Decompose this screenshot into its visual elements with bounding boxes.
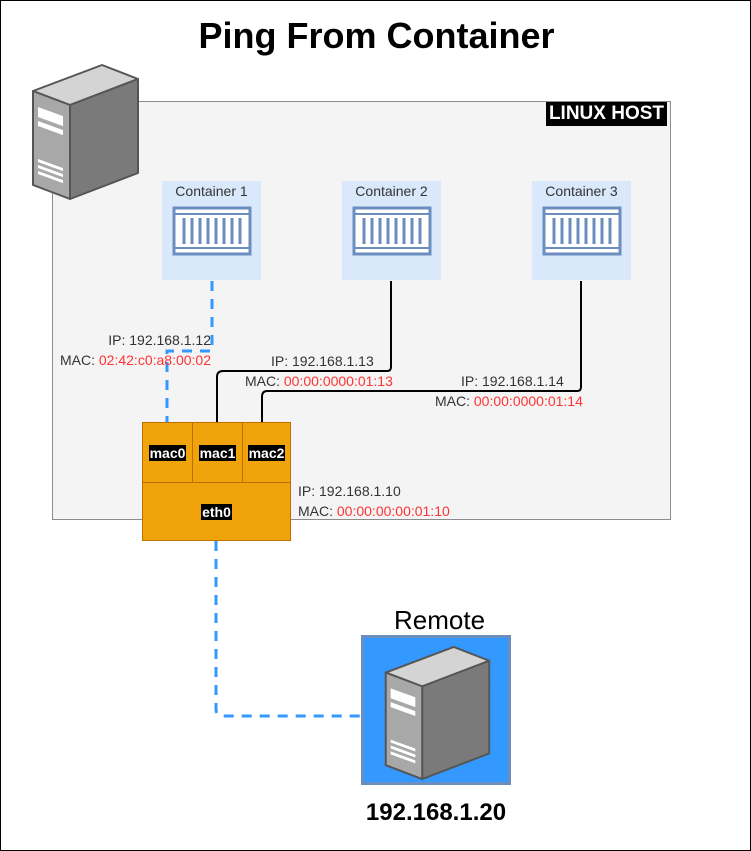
mac-prefix: MAC: <box>298 503 337 519</box>
container1-mac-line: MAC: 02:42:c0:a8:00:02 <box>60 350 211 370</box>
port-label: mac0 <box>148 444 187 461</box>
container-label: Container 2 <box>355 183 428 199</box>
container3-mac: 00:00:0000:01:14 <box>473 393 583 409</box>
mac-prefix: MAC: <box>60 352 99 368</box>
container-1: Container 1 <box>162 181 261 280</box>
container2-ip: IP: 192.168.1.13 <box>271 353 374 369</box>
server-tower-icon <box>32 64 139 200</box>
remote-host <box>361 635 511 785</box>
eth0-mac-line: MAC: 00:00:00:00:01:10 <box>298 501 450 521</box>
container3-link <box>261 281 582 422</box>
container2-mac: 00:00:0000:01:13 <box>283 373 393 389</box>
port-mac0: mac0 <box>143 423 193 483</box>
container-icon <box>542 206 622 256</box>
container1-mac: 02:42:c0:a8:00:02 <box>98 352 211 368</box>
container1-link <box>165 281 214 422</box>
linux-host-label: LINUX HOST <box>545 102 667 126</box>
eth0-ip: IP: 192.168.1.10 <box>298 483 401 499</box>
container3-address: IP: 192.168.1.14 MAC: 00:00:0000:01:14 <box>435 371 583 411</box>
container2-link <box>216 281 392 422</box>
diagram-title: Ping From Container <box>198 15 555 56</box>
container3-mac-line: MAC: 00:00:0000:01:14 <box>435 391 583 411</box>
eth0-mac: 00:00:00:00:01:10 <box>336 503 450 519</box>
server-tower-icon <box>384 645 491 781</box>
remote-ip: 192.168.1.20 <box>365 799 507 826</box>
container1-address: IP: 192.168.1.12 MAC: 02:42:c0:a8:00:02 <box>60 330 211 370</box>
container2-address: IP: 192.168.1.13 MAC: 00:00:0000:01:13 <box>245 351 393 391</box>
container-label: Container 3 <box>545 183 618 199</box>
container-label: Container 1 <box>175 183 248 199</box>
port-mac1: mac1 <box>193 423 243 483</box>
eth0-address: IP: 192.168.1.10 MAC: 00:00:00:00:01:10 <box>298 481 450 521</box>
port-label: mac1 <box>198 444 237 461</box>
remote-link <box>214 541 361 718</box>
mac-prefix: MAC: <box>245 373 284 389</box>
port-mac2: mac2 <box>243 423 290 483</box>
port-label: mac2 <box>247 444 286 461</box>
eth0-interface: eth0 <box>143 483 290 540</box>
mac-prefix: MAC: <box>435 393 474 409</box>
container-2: Container 2 <box>342 181 441 280</box>
container-icon <box>352 206 432 256</box>
container1-ip: IP: 192.168.1.12 <box>108 332 211 348</box>
macvlan-switch: mac0 mac1 mac2 eth0 <box>142 422 291 541</box>
container2-mac-line: MAC: 00:00:0000:01:13 <box>245 371 393 391</box>
container3-ip: IP: 192.168.1.14 <box>461 373 564 389</box>
remote-label: Remote <box>394 605 486 635</box>
interface-label: eth0 <box>201 503 232 520</box>
container-icon <box>172 206 252 256</box>
container-3: Container 3 <box>532 181 631 280</box>
